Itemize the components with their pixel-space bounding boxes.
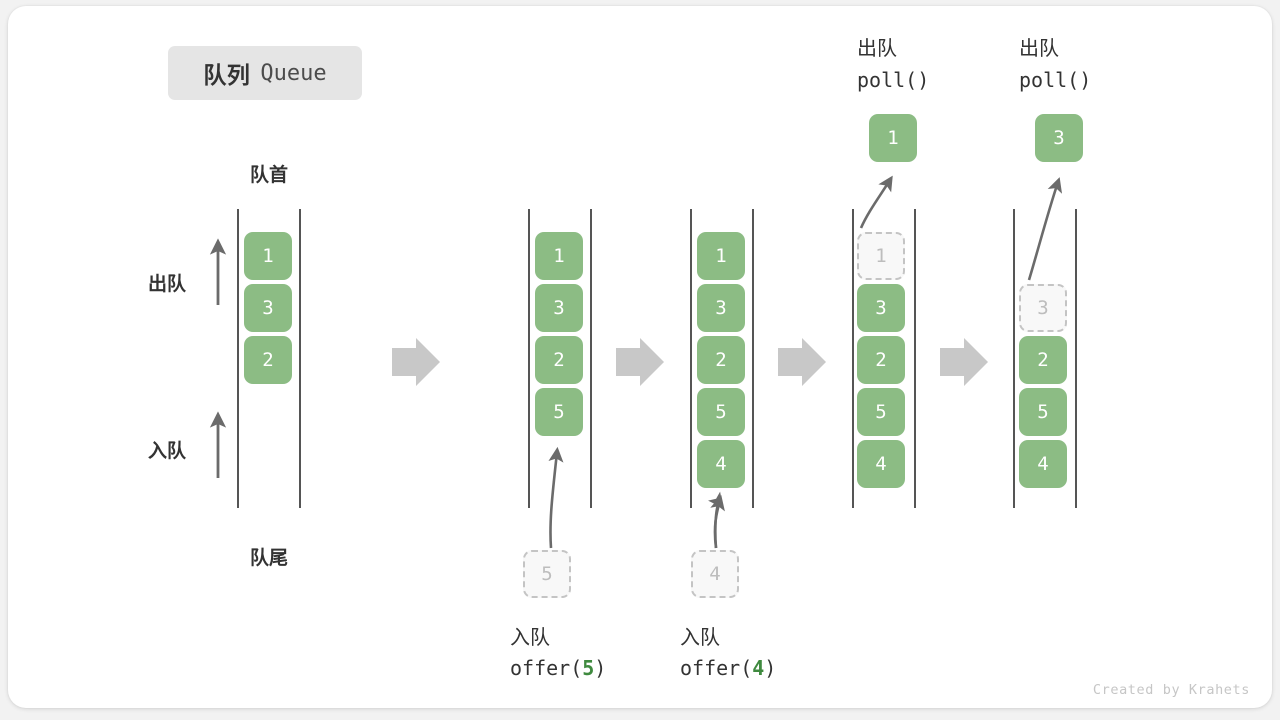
- title-badge: 队列 Queue: [168, 46, 362, 100]
- label-queue-front: 队首: [249, 165, 288, 186]
- diagram-card: [8, 6, 1272, 708]
- queue-item: 2: [535, 336, 583, 384]
- queue-item-new: 4: [697, 440, 745, 488]
- caption-enqueue-5-code: offer(5): [510, 656, 607, 680]
- caption-dequeue-1-cn: 出队: [857, 38, 897, 60]
- queue-item: 3: [244, 284, 292, 332]
- rail-right: [590, 209, 592, 508]
- popped-item-1: 1: [869, 114, 917, 162]
- popped-item-3: 3: [1035, 114, 1083, 162]
- queue-item: 5: [1019, 388, 1067, 436]
- caption-enqueue-5-cn: 入队: [510, 627, 550, 649]
- caption-enqueue-4-code: offer(4): [680, 656, 777, 680]
- rail-left: [690, 209, 692, 508]
- queue-item: 2: [1019, 336, 1067, 384]
- ghost-item-removed: 1: [857, 232, 905, 280]
- label-dequeue-side: 出队: [148, 274, 187, 295]
- queue-item: 1: [535, 232, 583, 280]
- caption-arg: 5: [582, 656, 595, 680]
- title-cn: 队列: [203, 62, 251, 88]
- rail-left: [237, 209, 239, 508]
- ghost-item-removed: 3: [1019, 284, 1067, 332]
- queue-item: 1: [244, 232, 292, 280]
- rail-right: [299, 209, 301, 508]
- queue-item: 5: [697, 388, 745, 436]
- rail-left: [1013, 209, 1015, 508]
- caption-dequeue-1-code: poll(): [857, 68, 930, 92]
- credit-text: Created by Krahets: [1092, 682, 1250, 698]
- ghost-item-incoming: 4: [691, 550, 739, 598]
- queue-item: 5: [857, 388, 905, 436]
- queue-item: 3: [697, 284, 745, 332]
- rail-right: [1075, 209, 1077, 508]
- queue-item: 1: [697, 232, 745, 280]
- caption-dequeue-3-code: poll(): [1019, 68, 1092, 92]
- title-en: Queue: [260, 60, 327, 86]
- caption-dequeue-3-cn: 出队: [1019, 38, 1059, 60]
- queue-item-new: 5: [535, 388, 583, 436]
- rail-right: [752, 209, 754, 508]
- queue-item: 4: [857, 440, 905, 488]
- ghost-item-incoming: 5: [523, 550, 571, 598]
- queue-item: 2: [244, 336, 292, 384]
- queue-item: 3: [857, 284, 905, 332]
- queue-item: 3: [535, 284, 583, 332]
- queue-item: 2: [857, 336, 905, 384]
- rail-left: [528, 209, 530, 508]
- rail-right: [914, 209, 916, 508]
- caption-enqueue-4-cn: 入队: [680, 627, 720, 649]
- label-enqueue-side: 入队: [148, 441, 187, 462]
- queue-item: 2: [697, 336, 745, 384]
- label-queue-rear: 队尾: [249, 548, 288, 569]
- queue-item: 4: [1019, 440, 1067, 488]
- caption-arg: 4: [752, 656, 765, 680]
- rail-left: [852, 209, 854, 508]
